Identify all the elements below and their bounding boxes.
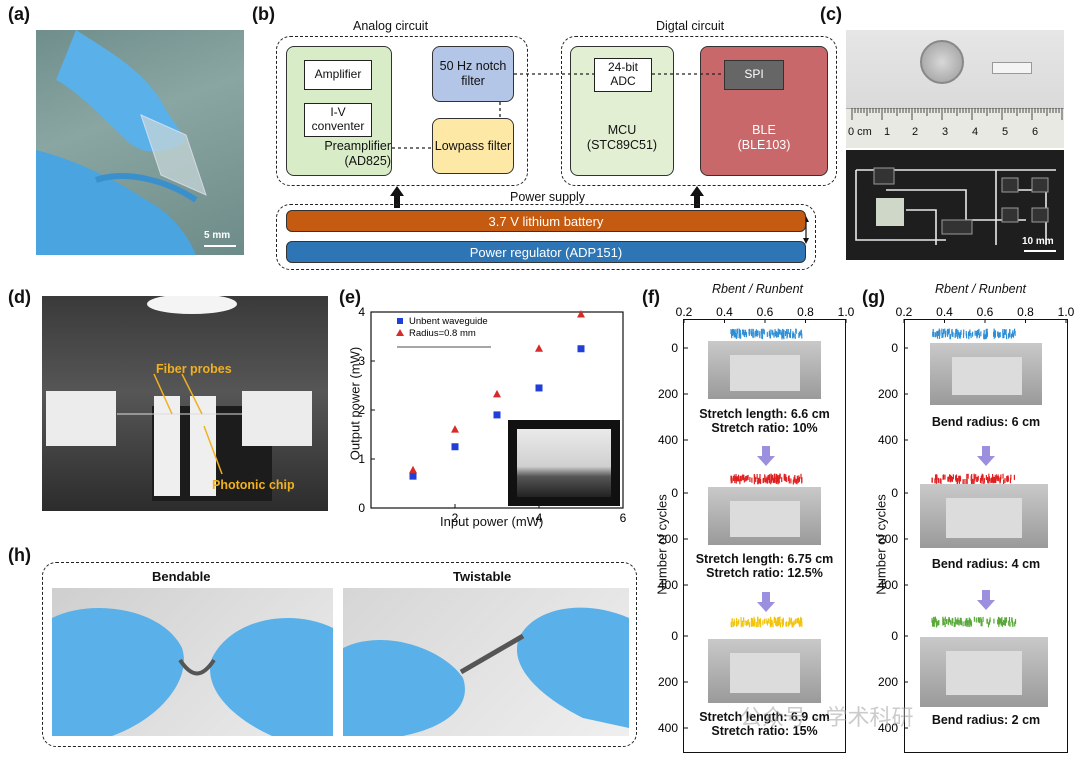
g-photo-1	[930, 343, 1042, 405]
cycle-band	[731, 617, 802, 628]
data-point-triangle	[493, 390, 501, 398]
cycle-ytick-label: 400	[658, 578, 678, 592]
data-point-square	[536, 384, 543, 391]
chart-e-inset	[508, 420, 620, 506]
ruler-tick-4: 4	[972, 126, 978, 138]
chart-e-ytick-label: 0	[358, 501, 365, 515]
cycle-ytick-label: 400	[658, 721, 678, 735]
ruler-tick-2: 2	[912, 126, 918, 138]
photo-flexible-circuit: 10 mm	[846, 150, 1064, 260]
g-photo-3	[920, 637, 1048, 707]
cycle-ytick-label: 400	[878, 578, 898, 592]
chip-sample-image	[992, 62, 1032, 74]
cycle-ytick-label: 400	[878, 433, 898, 447]
cycle-ytick-label: 400	[658, 433, 678, 447]
ruler-tick-1: 1	[884, 126, 890, 138]
f-caption-2a: Stretch length: 6.75 cm	[683, 552, 846, 566]
panel-label-d: (d)	[8, 287, 31, 308]
cycle-ytick-label: 200	[658, 532, 678, 546]
ruler-tick-0: 0 cm	[848, 126, 872, 138]
cycle-ytick-label: 200	[658, 675, 678, 689]
f-photo-2	[708, 487, 821, 545]
data-point-triangle	[451, 425, 459, 433]
data-point-square	[494, 411, 501, 418]
photonic-chip-label: Photonic chip	[212, 478, 295, 492]
cycle-ytick-label: 0	[671, 341, 678, 355]
cycle-ytick-label: 200	[878, 532, 898, 546]
f-caption-2b: Stretch ratio: 12.5%	[683, 566, 846, 580]
f-photo-1	[708, 341, 821, 399]
g-caption-3: Bend radius: 2 cm	[904, 713, 1068, 727]
top-axis-tick-label: 0.2	[676, 305, 693, 319]
legend-label: Unbent waveguide	[409, 316, 488, 327]
photo-twistable	[343, 588, 629, 736]
top-axis-tick-label: 0.4	[936, 305, 953, 319]
cycle-band	[932, 474, 1014, 485]
photo-coin-ruler: 0 cm 1 2 3 4 5 6	[846, 30, 1064, 148]
g-photo-2	[920, 484, 1048, 548]
top-axis-tick-label: 0.8	[1017, 305, 1034, 319]
cycle-ytick-label: 200	[878, 387, 898, 401]
cycle-ytick-label: 200	[878, 675, 898, 689]
watermark-text: 公众号 · 学术科研	[740, 700, 914, 732]
legend-marker-square	[397, 318, 403, 324]
data-point-square	[578, 345, 585, 352]
top-axis-tick-label: 1.0	[1058, 305, 1075, 319]
ruler-tick-5: 5	[1002, 126, 1008, 138]
scale-label-c: 10 mm	[1022, 236, 1054, 247]
cycle-band	[731, 329, 802, 340]
fiber-probes-label: Fiber probes	[156, 362, 232, 376]
twistable-illustration	[343, 588, 629, 736]
chart-e-ylabel: Output power (mW)	[348, 339, 363, 469]
data-point-triangle	[535, 344, 543, 352]
legend-marker-triangle	[396, 329, 404, 336]
photo-bendable	[52, 588, 333, 736]
bendable-title: Bendable	[152, 569, 211, 584]
legend-label: Radius=0.8 mm	[409, 328, 476, 339]
top-axis-tick-label: 0.4	[716, 305, 733, 319]
data-point-square	[452, 443, 459, 450]
data-point-triangle	[577, 310, 585, 318]
chart-e-xlabel: Input power (mW)	[440, 514, 543, 529]
data-point-square	[410, 473, 417, 480]
f-caption-2: Stretch length: 6.75 cmStretch ratio: 12…	[683, 552, 846, 581]
g-caption-2: Bend radius: 4 cm	[904, 557, 1068, 571]
bendable-illustration	[52, 588, 333, 736]
scale-bar-c	[1024, 250, 1056, 252]
data-point-triangle	[409, 466, 417, 474]
f-caption-1a: Stretch length: 6.6 cm	[683, 407, 846, 421]
ruler-tick-3: 3	[942, 126, 948, 138]
cycle-ytick-label: 0	[671, 629, 678, 643]
cycle-ytick-label: 0	[891, 629, 898, 643]
cycle-band	[731, 474, 802, 485]
photo-test-setup: Fiber probes Photonic chip	[42, 296, 328, 511]
top-axis-tick-label: 0.8	[797, 305, 814, 319]
top-axis-tick-label: 0.2	[896, 305, 913, 319]
panel-label-h: (h)	[8, 545, 31, 566]
power-supply-label: Power supply	[510, 190, 585, 204]
cycle-ytick-label: 0	[891, 341, 898, 355]
top-axis-tick-label: 0.6	[757, 305, 774, 319]
f-photo-3	[708, 639, 821, 703]
f-caption-1b: Stretch ratio: 10%	[683, 421, 846, 435]
cycle-ytick-label: 0	[671, 486, 678, 500]
cycle-band	[933, 329, 1015, 340]
battery-bar: 3.7 V lithium battery	[286, 210, 806, 232]
cycle-band	[932, 617, 1015, 628]
coin-image	[920, 40, 964, 84]
cycle-ytick-label: 0	[891, 486, 898, 500]
ruler-labels: 0 cm 1 2 3 4 5 6	[846, 126, 1064, 142]
regulator-bar: Power regulator (ADP151)	[286, 241, 806, 263]
chart-e-ytick-label: 4	[358, 305, 365, 319]
twistable-title: Twistable	[453, 569, 511, 584]
panel-label-c: (c)	[820, 4, 842, 25]
g-caption-1: Bend radius: 6 cm	[904, 415, 1068, 429]
chart-e-xtick-label: 6	[620, 511, 626, 525]
cycle-ytick-label: 200	[658, 387, 678, 401]
ruler-tick-6: 6	[1032, 126, 1038, 138]
f-caption-1: Stretch length: 6.6 cmStretch ratio: 10%	[683, 407, 846, 436]
top-axis-tick-label: 0.6	[977, 305, 994, 319]
